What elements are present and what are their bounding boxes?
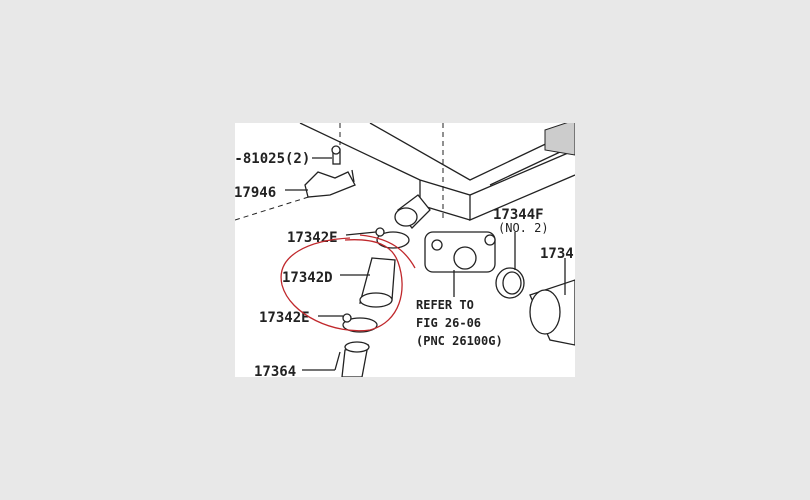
- refer-line-3: (PNC 26100G): [416, 334, 503, 348]
- label-pipe: 17364: [254, 364, 296, 380]
- outlet-pipe: [394, 194, 431, 229]
- label-clamp-upper: 17342E: [287, 230, 338, 246]
- pipe-17364: [341, 341, 370, 377]
- diagram-paper: [235, 123, 575, 377]
- bolt-icon: [331, 145, 341, 165]
- refer-line-2: FIG 26-06: [416, 316, 481, 330]
- right-hose: [529, 279, 575, 346]
- throttle-body: [424, 231, 496, 273]
- label-clamp-no2-note: (NO. 2): [498, 221, 549, 235]
- intercooler-body: [235, 123, 575, 221]
- label-clamp-lower: 17342E: [259, 310, 310, 326]
- leader-lines: [285, 157, 566, 371]
- clamp-no2: [495, 267, 525, 299]
- highlight-circle: [280, 234, 416, 332]
- label-clamp-no2: 17344F: [493, 207, 544, 223]
- label-bracket: 17946: [234, 185, 276, 201]
- bracket-17946: [304, 169, 356, 198]
- label-right-part: 1734: [540, 246, 574, 262]
- hose-17342d: [359, 257, 396, 308]
- label-hose: 17342D: [282, 270, 333, 286]
- label-bolt: 2-81025(2): [226, 151, 310, 167]
- refer-line-1: REFER TO: [416, 298, 474, 312]
- clamp-lower: [342, 313, 378, 333]
